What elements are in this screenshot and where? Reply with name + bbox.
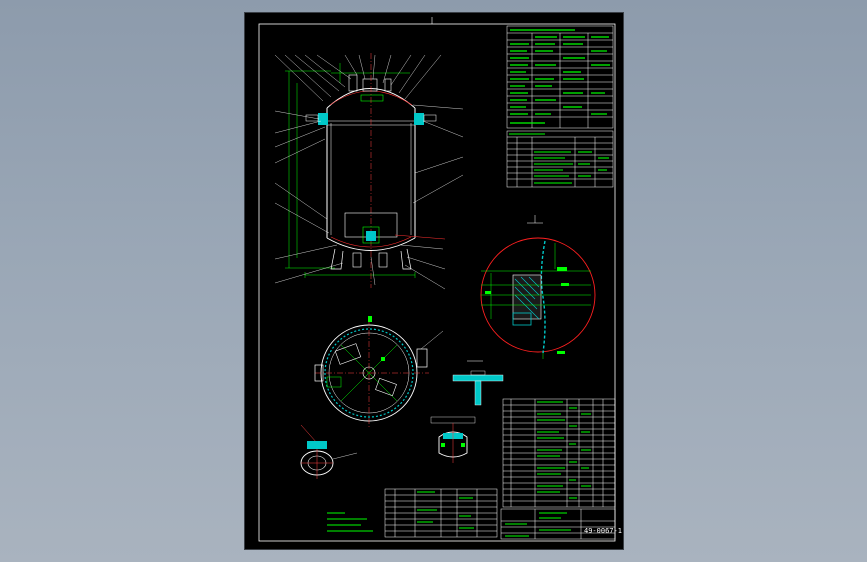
cad-drawing-sheet: 49-0067-1 xyxy=(258,17,622,542)
nozzle-table xyxy=(506,130,614,188)
lifting-lug-detail xyxy=(300,424,358,479)
t-section-detail xyxy=(452,360,504,406)
drawing-number: 49-0067-1 xyxy=(584,527,622,535)
technical-notes xyxy=(327,512,373,532)
technical-data-table xyxy=(506,25,614,129)
nozzle-detail xyxy=(430,416,476,463)
vessel-elevation-view xyxy=(274,53,464,290)
signature-table-entries xyxy=(417,491,474,529)
parts-list-entries xyxy=(537,401,591,499)
parts-list-table xyxy=(502,398,616,508)
signature-table xyxy=(384,488,498,538)
drawing-frame xyxy=(258,23,616,542)
vessel-plan-view xyxy=(314,316,444,427)
nozzle-table-entries xyxy=(509,133,609,184)
title-block xyxy=(500,508,616,540)
title-block-entries xyxy=(505,512,571,537)
technical-data-entries xyxy=(510,29,610,124)
detail-view-circle xyxy=(480,215,596,359)
drawing-viewport[interactable]: 49-0067-1 xyxy=(245,13,623,549)
